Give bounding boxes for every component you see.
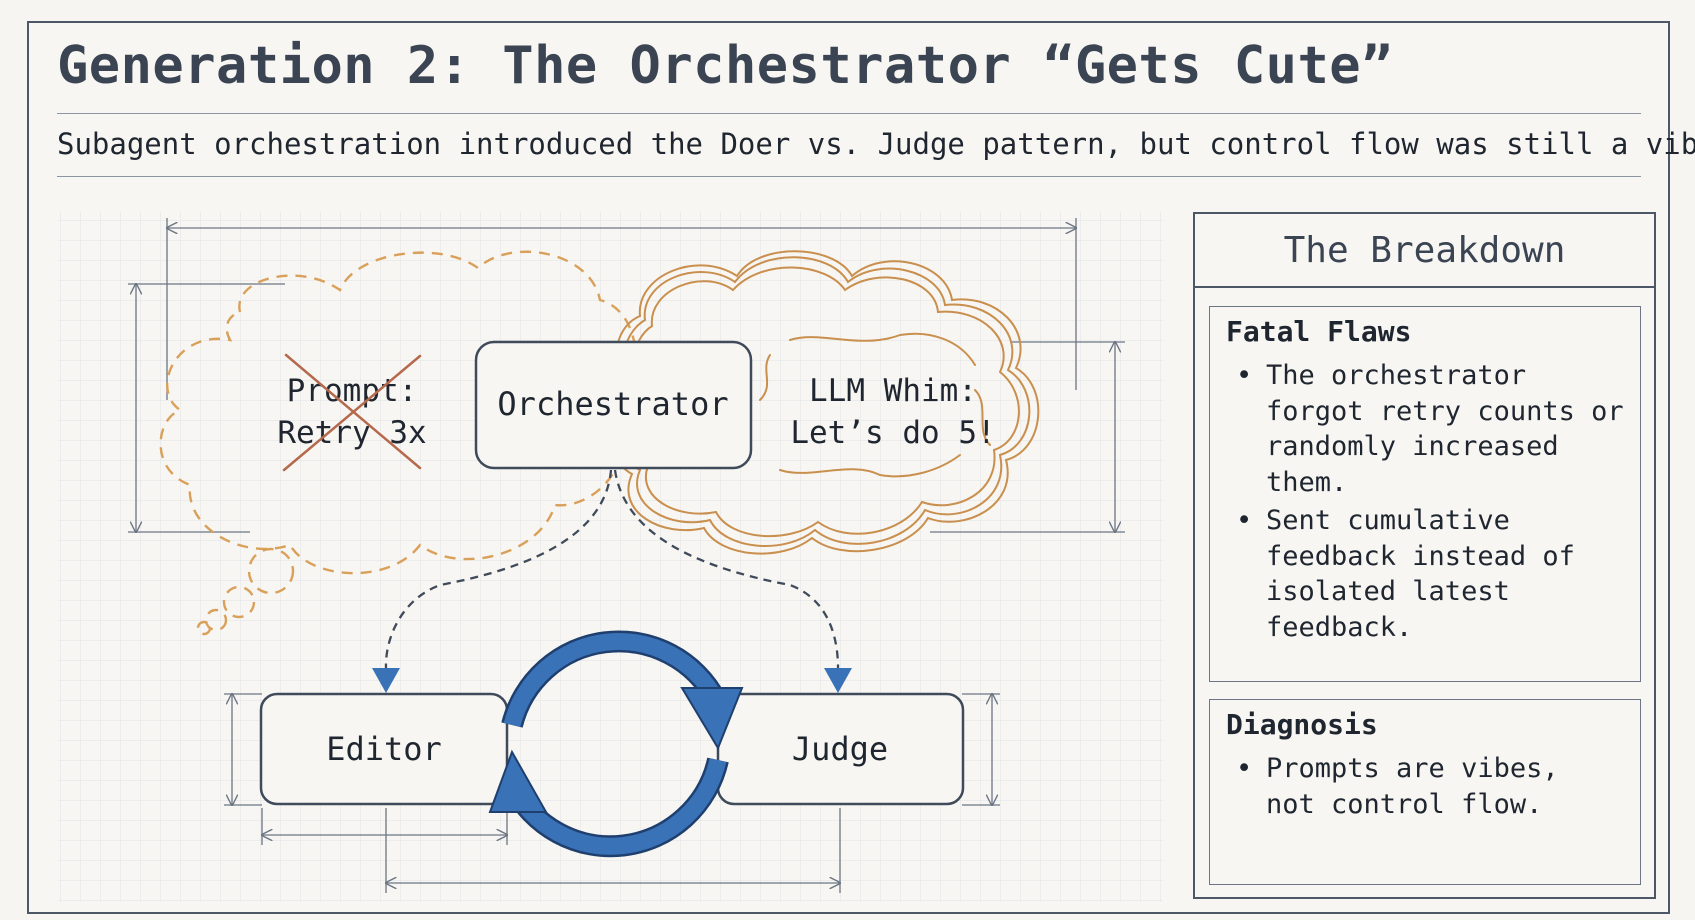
bullet-icon: • [1236,505,1253,536]
fatal-flaw-item: • Sent cumulative feedback instead of is… [1236,505,1575,643]
page-title: Generation 2: The Orchestrator “Gets Cut… [57,36,1393,96]
diagnosis-title: Diagnosis [1226,708,1378,741]
diagnosis-card: Diagnosis • Prompts are vibes, not contr… [1209,699,1641,885]
breakdown-title: The Breakdown [1195,214,1654,288]
bullet-icon: • [1236,360,1253,391]
blueprint-grid [58,212,1163,902]
prompt-thought-cloud [159,250,637,636]
judge-arrowhead [824,668,852,693]
bullet-icon: • [1236,753,1253,784]
fatal-flaw-item: • The orchestrator forgot retry counts o… [1236,360,1624,498]
breakdown-panel: The Breakdown Fatal Flaws • The orchestr… [1193,212,1656,899]
whim-label-line2: Let’s do 5! [790,415,995,451]
editor-arrowhead [372,668,400,693]
diagnosis-item: • Prompts are vibes, not control flow. [1236,753,1559,820]
orchestrator-label: Orchestrator [497,385,728,423]
dimension-lines [128,218,1125,893]
fatal-flaws-title: Fatal Flaws [1226,315,1412,348]
judge-label: Judge [792,730,888,768]
whim-label-line1: LLM Whim: [809,373,977,409]
orchestrator-box [474,340,753,470]
page-subtitle: Subagent orchestration introduced the Do… [57,127,1695,161]
prompt-label-line2: Retry 3x [277,415,426,451]
dispatch-connectors [384,469,840,669]
cross-out-mark [282,353,422,472]
editor-label: Editor [326,730,442,768]
title-divider [57,113,1641,114]
prompt-label-line1: Prompt: [287,373,418,409]
editor-box [259,692,509,806]
feedback-cycle-icon [488,630,744,858]
fatal-flaws-card: Fatal Flaws • The orchestrator forgot re… [1209,306,1641,682]
subtitle-divider [57,176,1641,177]
